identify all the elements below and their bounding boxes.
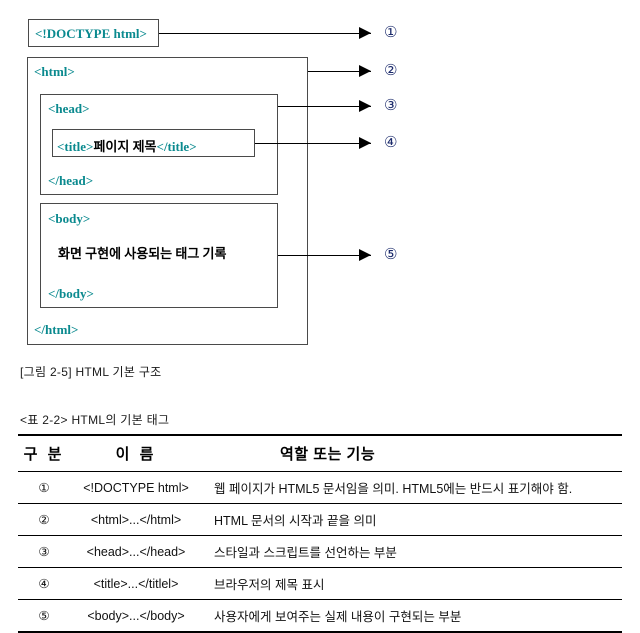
body-close-tag-text: </body> (48, 286, 94, 301)
doctype-code-text: <!DOCTYPE html> (35, 26, 147, 41)
figure-caption: [그림 2-5] HTML 기본 구조 (20, 365, 162, 379)
table-head: 구 분 이 름 역할 또는 기능 (18, 434, 622, 472)
title-close-tag-text: </title> (156, 139, 197, 154)
arrow-head-2 (359, 65, 371, 77)
connector-line-2 (308, 71, 371, 72)
row-name: <body>...</body> (70, 599, 202, 633)
row-role: 브라우저의 제목 표시 (202, 567, 622, 600)
table-header-row: 구 분 이 름 역할 또는 기능 (18, 434, 622, 472)
html-close-tag-text: </html> (34, 322, 79, 337)
row-name: <title>...</titlel> (70, 567, 202, 600)
head-box (40, 94, 278, 195)
table-header-no: 구 분 (18, 434, 70, 472)
title-open-tag-text: <title> (57, 139, 94, 154)
row-role: 사용자에게 보여주는 실제 내용이 구현되는 부분 (202, 599, 622, 633)
connector-line-4 (255, 143, 371, 144)
arrow-head-5 (359, 249, 371, 261)
connector-line-1 (159, 33, 371, 34)
row-role: 웹 페이지가 HTML5 문서임을 의미. HTML5에는 반드시 표기해야 함… (202, 471, 622, 504)
row-name: <!DOCTYPE html> (70, 471, 202, 504)
table-row: ⑤ <body>...</body> 사용자에게 보여주는 실제 내용이 구현되… (18, 599, 622, 633)
row-no: ⑤ (18, 599, 70, 633)
body-box (40, 203, 278, 308)
table-row: ② <html>...</html> HTML 문서의 시작과 끝을 의미 (18, 503, 622, 536)
table-caption: <표 2-2> HTML의 기본 태그 (20, 413, 170, 427)
marker-label-4: ④ (384, 133, 398, 151)
marker-label-2: ② (384, 61, 398, 79)
title-box (52, 129, 255, 157)
head-open-tag-text: <head> (48, 101, 90, 116)
row-role: HTML 문서의 시작과 끝을 의미 (202, 503, 622, 536)
row-no: ③ (18, 535, 70, 568)
basic-tags-table: 구 분 이 름 역할 또는 기능 ① <!DOCTYPE html> 웹 페이지… (18, 434, 622, 633)
title-code-line: <title>페이지 제목</title> (57, 136, 197, 155)
arrow-head-3 (359, 100, 371, 112)
title-inner-text: 페이지 제목 (93, 139, 157, 154)
table-row: ③ <head>...</head> 스타일과 스크립트를 선언하는 부분 (18, 535, 622, 568)
row-name: <head>...</head> (70, 535, 202, 568)
row-name: <html>...</html> (70, 503, 202, 536)
table-header-name: 이 름 (70, 434, 202, 472)
row-no: ④ (18, 567, 70, 600)
html-structure-diagram: <!DOCTYPE html> <html> </html> <head> </… (27, 19, 398, 345)
row-no: ① (18, 471, 70, 504)
body-open-tag-text: <body> (48, 211, 91, 226)
table-row: ① <!DOCTYPE html> 웹 페이지가 HTML5 문서임을 의미. … (18, 471, 622, 504)
body-description-text: 화면 구현에 사용되는 태그 기록 (58, 246, 227, 261)
table-header-role: 역할 또는 기능 (202, 434, 622, 472)
html-box (27, 57, 308, 345)
connector-line-5 (278, 255, 371, 256)
marker-label-1: ① (384, 23, 398, 41)
connector-line-3 (278, 106, 371, 107)
row-role: 스타일과 스크립트를 선언하는 부분 (202, 535, 622, 568)
table-row: ④ <title>...</titlel> 브라우저의 제목 표시 (18, 567, 622, 600)
marker-label-3: ③ (384, 96, 398, 114)
table-body: ① <!DOCTYPE html> 웹 페이지가 HTML5 문서임을 의미. … (18, 471, 622, 633)
html-open-tag-text: <html> (34, 64, 75, 79)
arrow-head-1 (359, 27, 371, 39)
row-no: ② (18, 503, 70, 536)
doctype-box (28, 19, 159, 47)
head-close-tag-text: </head> (48, 173, 94, 188)
arrow-head-4 (359, 137, 371, 149)
marker-label-5: ⑤ (384, 245, 398, 263)
